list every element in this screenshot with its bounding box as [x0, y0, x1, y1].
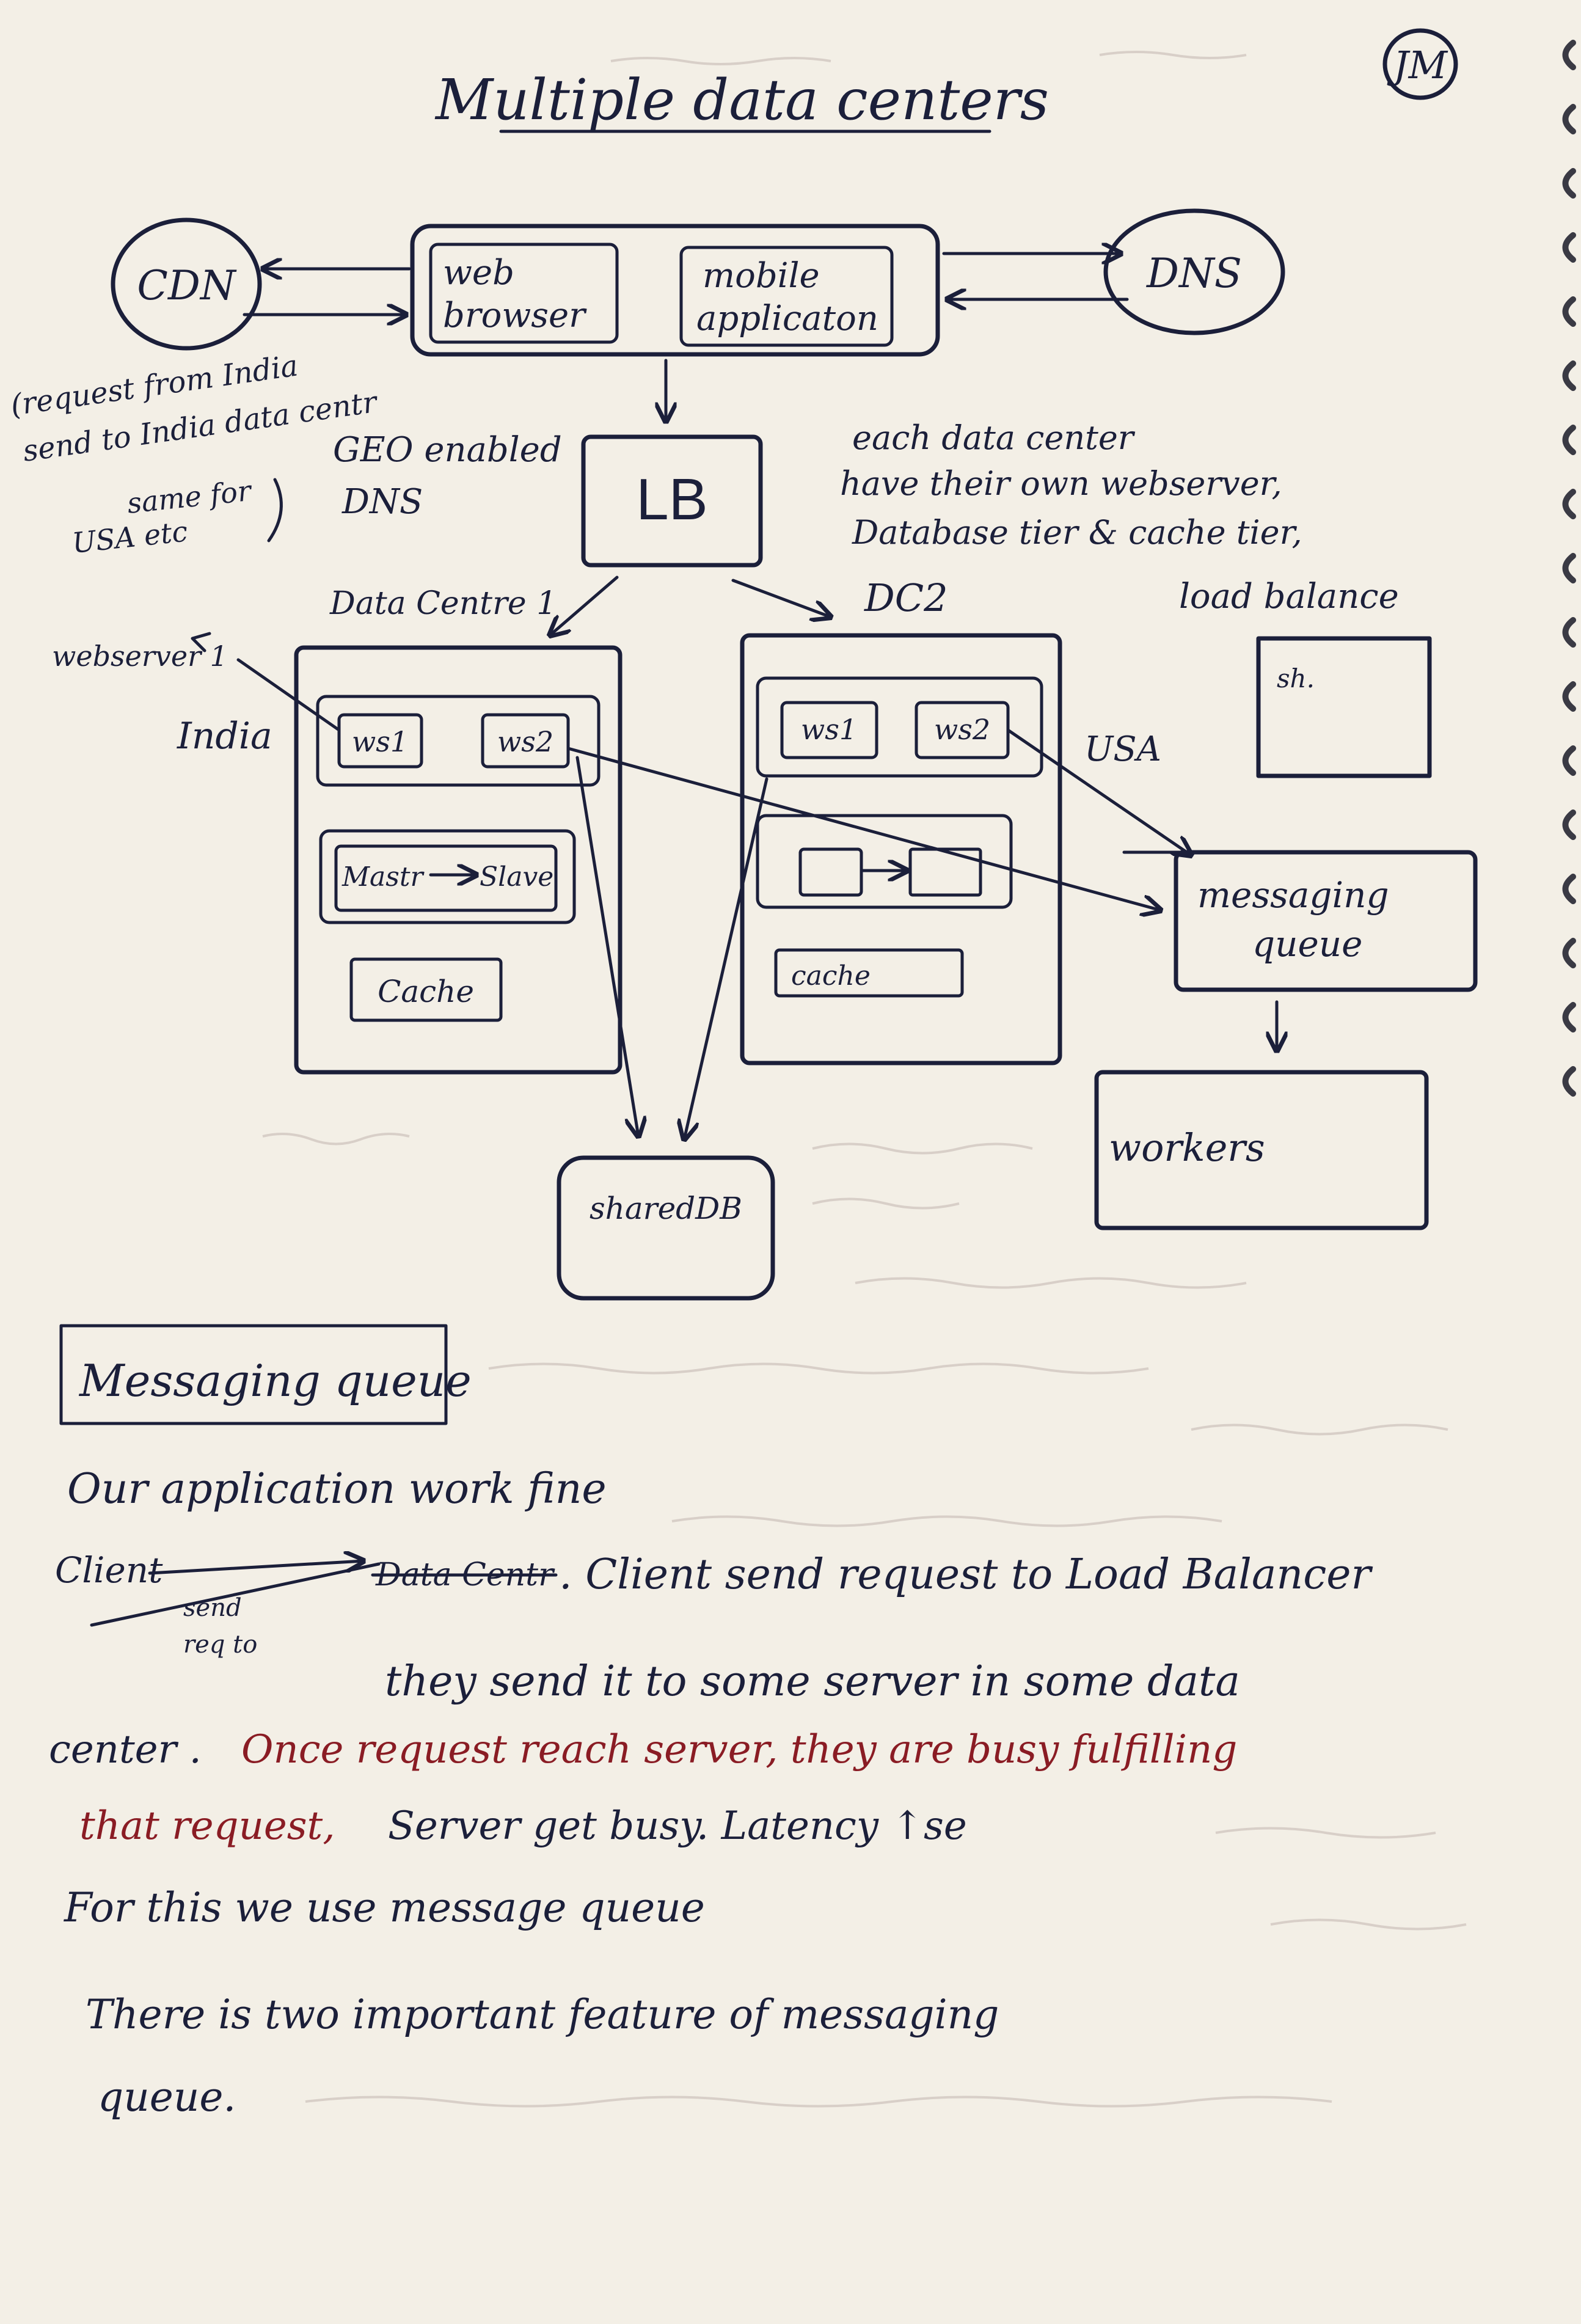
india-label: India [177, 715, 272, 758]
dc2-ws1-label: ws1 [801, 713, 857, 746]
body-line-4-red: that request, [79, 1803, 335, 1849]
dc1-ws2-label: ws2 [497, 725, 553, 758]
messaging-queue-label-1: messaging [1197, 874, 1389, 916]
dc1-webserver-tier [316, 695, 601, 787]
sh-label: sh. [1277, 663, 1315, 693]
arrow-dc2-ws2-to-queue [1006, 728, 1191, 855]
page-title: Multiple data centers [434, 67, 1049, 133]
webserver-pointer [236, 658, 341, 732]
cdn-label: CDN [137, 262, 236, 309]
dc1-label: Data Centre 1 [329, 585, 557, 622]
dc2-ws1-box [780, 701, 878, 759]
webserver-label: webserver 1 [52, 640, 228, 673]
struck-req: req to [183, 1631, 257, 1659]
shared-db-label: sharedDB [590, 1191, 742, 1226]
dc2-cache-box [774, 948, 964, 998]
body-client-word: Client [55, 1549, 163, 1591]
note-each-4: load balance [1179, 577, 1399, 616]
body-line-1: Our application work fine [67, 1465, 607, 1513]
body-line-5: For this we use message queue [64, 1884, 705, 1931]
dc1-database-tier [319, 829, 576, 924]
mobile-app-box [679, 246, 894, 347]
note-request-3: same for [126, 474, 255, 520]
dc1-ws1-box [337, 713, 423, 769]
note-each-2: have their own webserver, [840, 464, 1282, 503]
dc2-master-box [798, 847, 863, 897]
struck-client-arrow: Client send req to Data Centr [55, 1549, 558, 1659]
workers-node: workers [1094, 1070, 1429, 1230]
arrow-dc2-to-shared-db [684, 777, 769, 1139]
workers-label: workers [1109, 1125, 1265, 1170]
dc1-cache-label: Cache [378, 974, 474, 1009]
body-line-3a: center . [49, 1727, 202, 1772]
note-geo-1: GEO enabled [333, 430, 562, 470]
web-browser-box [429, 243, 619, 344]
body-line-2a: . Client send request to Load Balancer [559, 1551, 1373, 1599]
spiral-binding [1562, 40, 1576, 1097]
dns-node: DNS [1103, 208, 1285, 335]
dc1-slave-label: Slave [480, 861, 553, 893]
page-tag: JM [1382, 28, 1458, 100]
sh-hatched-box: sh. [1256, 636, 1432, 778]
section-heading-box [59, 1324, 448, 1425]
data-center-2: ws1 ws2 cache [740, 633, 1062, 1065]
bleed-through-marks [262, 51, 1467, 2108]
usa-label: USA [1084, 729, 1161, 769]
note-each-3: Database tier & cache tier, [852, 513, 1302, 552]
dc1-ws1-label: ws1 [352, 725, 408, 758]
arrow-dc1-ws2-to-queue [566, 747, 1161, 910]
note-each-1: each data center [852, 418, 1136, 457]
body-line-6: There is two important feature of messag… [86, 1991, 999, 2038]
dc1-cache-box [349, 957, 503, 1022]
data-center-1: ws1 ws2 Mastr Slave Cache [294, 645, 623, 1075]
dc1-ws2-box [481, 713, 570, 769]
mobile-app-label-2: applicaton [696, 299, 878, 338]
web-browser-label-2: browser [443, 296, 587, 335]
client-box: web browser mobile applicaton [410, 224, 940, 357]
webserver-pointer-head [191, 632, 211, 652]
dc2-webserver-tier [756, 676, 1043, 778]
web-browser-label-1: web [443, 253, 514, 293]
note-request-4: USA etc [71, 514, 189, 560]
dc2-ws2-label: ws2 [934, 713, 990, 746]
body-line-2b: they send it to some server in some data [385, 1657, 1240, 1706]
arrow-lb-to-dc1 [550, 576, 619, 635]
dc2-cache-label: cache [791, 960, 871, 992]
cdn-node: CDN [111, 217, 262, 351]
page-tag-text: JM [1387, 43, 1448, 87]
messaging-queue-node: messaging queue [1174, 850, 1478, 992]
dc2-database-tier [756, 814, 1013, 909]
mobile-app-label-1: mobile [703, 256, 820, 296]
arrow-lb-to-dc2 [731, 579, 831, 617]
arrow-dc1-to-shared-db [575, 756, 638, 1136]
section-heading: Messaging queue [78, 1355, 472, 1406]
load-balancer-node: LB [581, 434, 763, 568]
shared-db-node: sharedDB [557, 1155, 775, 1301]
body-line-4b: Server get busy. Latency ↑se [388, 1803, 967, 1849]
messaging-queue-label-2: queue [1252, 923, 1363, 965]
dns-label: DNS [1146, 250, 1242, 297]
body-line-3b-red: Once request reach server, they are busy… [241, 1727, 1237, 1772]
note-bracket [267, 478, 283, 543]
body-line-7: queue. [98, 2074, 236, 2121]
dc1-master-label: Mastr [341, 861, 425, 893]
note-geo-2: DNS [341, 482, 423, 522]
dc2-slave-box [908, 847, 982, 897]
dc2-label: DC2 [864, 576, 948, 620]
lb-label: LB [636, 467, 707, 532]
